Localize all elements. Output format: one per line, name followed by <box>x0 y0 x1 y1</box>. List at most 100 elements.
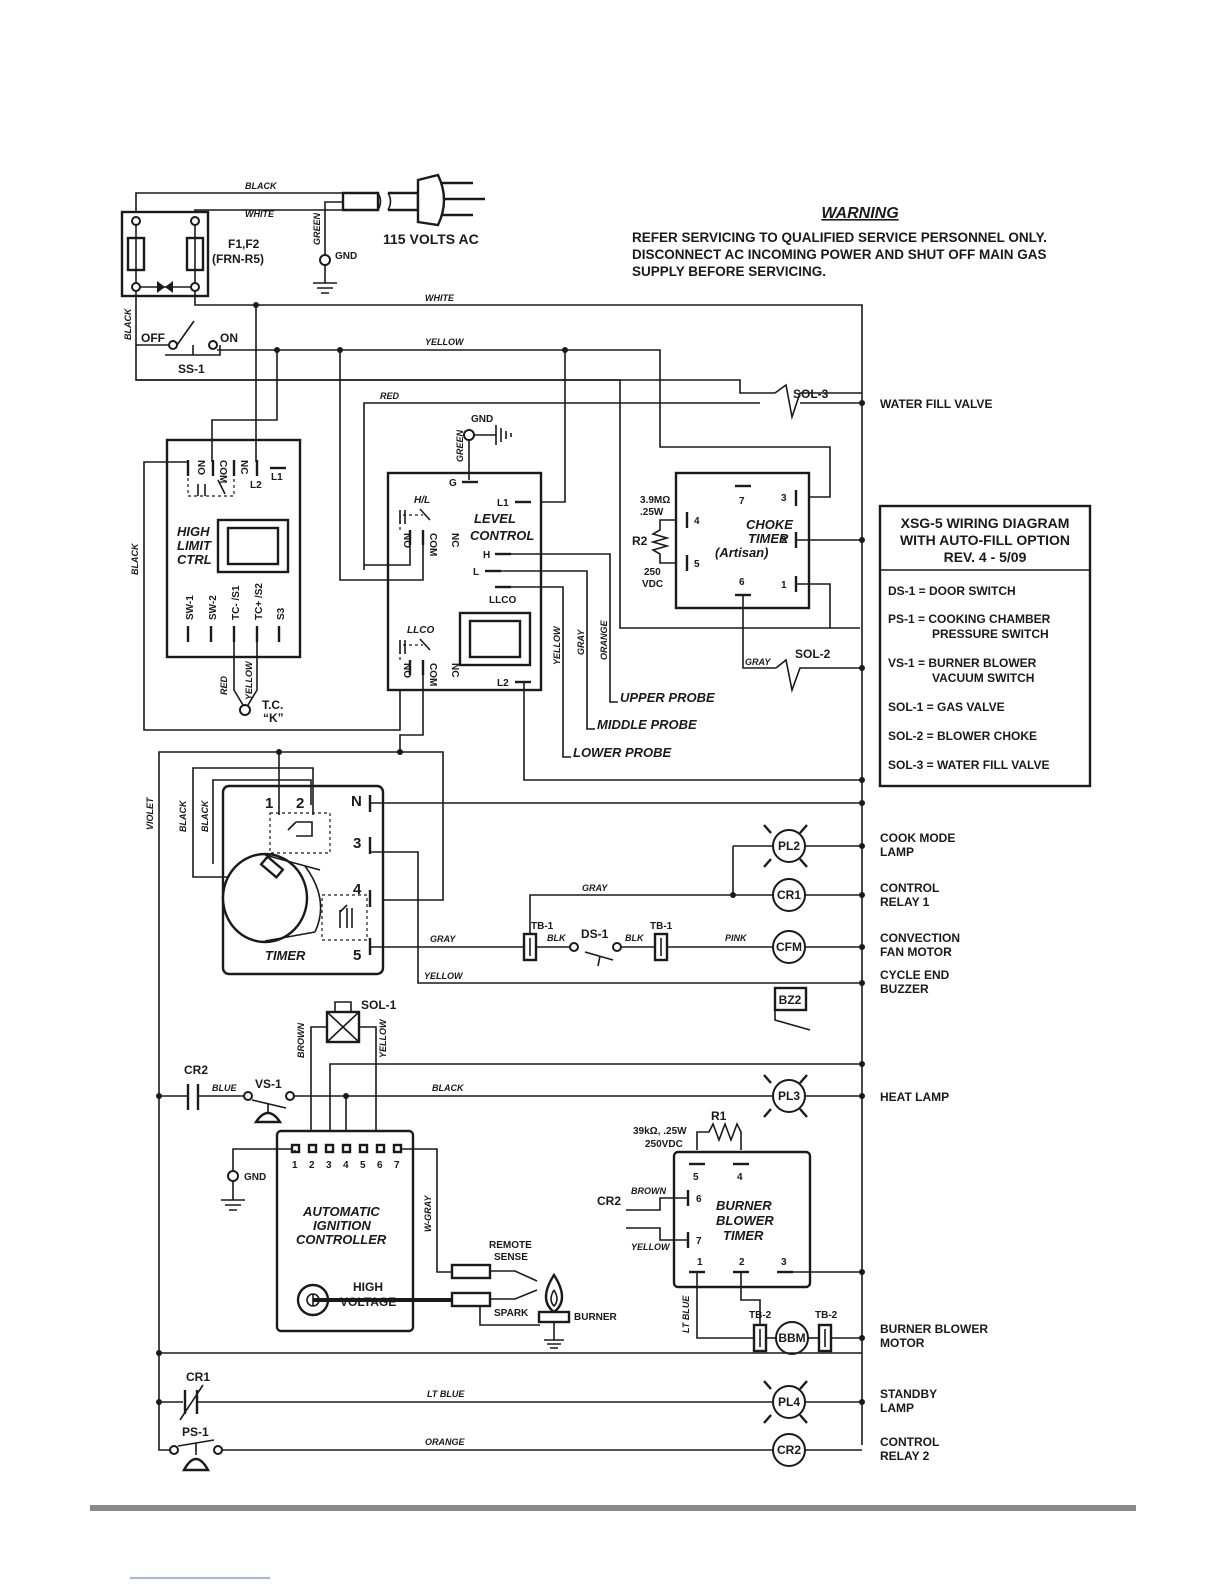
burner-blower-motor-label-2: MOTOR <box>880 1336 925 1350</box>
wire-orange-probe: ORANGE <box>599 620 609 660</box>
hl-title-2: LIMIT <box>177 538 212 553</box>
pl3-code: PL3 <box>778 1089 800 1103</box>
footer-rule <box>90 1505 1136 1511</box>
ign-pin-4: 4 <box>343 1160 349 1171</box>
hl-term-l2: L2 <box>250 480 262 491</box>
ign-pin-7: 7 <box>394 1160 400 1171</box>
wire-red-tc: RED <box>219 675 229 695</box>
hl-term-sw1: SW-1 <box>185 595 196 620</box>
legend-item-sol1: SOL-1 = GAS VALVE <box>888 700 1005 714</box>
burner-label: BURNER <box>574 1312 618 1323</box>
ign-pin-1: 1 <box>292 1160 298 1171</box>
wire-blk-1: BLK <box>547 933 567 943</box>
warning-title: WARNING <box>821 205 898 222</box>
gnd-label-top: GND <box>335 251 357 262</box>
ign-pin-5: 5 <box>360 1160 366 1171</box>
ign-title-2: IGNITION <box>313 1218 371 1233</box>
wire-black-hl: BLACK <box>130 542 140 575</box>
level-pin-llco: LLCO <box>489 595 516 606</box>
hv-label-1: HIGH <box>353 1280 383 1294</box>
legend-item-ps1-cont: PRESSURE SWITCH <box>932 627 1049 641</box>
vs1-terminal-right <box>285 1091 295 1101</box>
spark-label: SPARK <box>494 1308 529 1319</box>
choke-pin-2: 2 <box>781 535 787 546</box>
hl-contact-dashes <box>187 478 235 497</box>
r1-label: R1 <box>711 1109 727 1123</box>
legend-item-ps1: PS-1 = COOKING CHAMBER <box>888 612 1051 626</box>
tb2-right-label: TB-2 <box>815 1310 838 1321</box>
bbt-pin-2: 2 <box>739 1257 745 1268</box>
vs1-vacuum-icon <box>253 1111 283 1124</box>
choke-pin-5: 5 <box>694 559 700 570</box>
fuse-type: (FRN-R5) <box>212 252 264 266</box>
standby-lamp-label-2: LAMP <box>880 1401 914 1415</box>
r1-value: 39kΩ, .25W <box>633 1126 687 1137</box>
water-fill-valve-label: WATER FILL VALVE <box>880 397 992 411</box>
bbt-title-2: BLOWER <box>716 1213 774 1228</box>
sol2-label: SOL-2 <box>795 647 831 661</box>
bbt-pin-6: 6 <box>696 1194 702 1205</box>
heat-lamp-label: HEAT LAMP <box>880 1090 949 1104</box>
cr1-code: CR1 <box>777 888 801 902</box>
pl2-lamp-rays <box>763 824 808 868</box>
upper-probe-label: UPPER PROBE <box>620 690 715 705</box>
thermocouple-icon <box>239 704 251 716</box>
wire-gray-probe: GRAY <box>576 629 586 655</box>
cr1-contact-label: CR1 <box>186 1370 210 1384</box>
wire-white-top: WHITE <box>245 209 275 219</box>
voltage-label: 115 VOLTS AC <box>383 231 479 247</box>
timer-pin-1: 1 <box>265 795 273 812</box>
wire-gray-ds1: GRAY <box>430 934 456 944</box>
bbt-pin-1: 1 <box>697 1257 703 1268</box>
warning-line-2: DISCONNECT AC INCOMING POWER AND SHUT OF… <box>632 247 1047 262</box>
wire-lt-blue-pl4: LT BLUE <box>427 1389 465 1399</box>
wire-gray-cr1: GRAY <box>582 883 608 893</box>
remote-sense-electrode <box>450 1263 492 1280</box>
middle-probe-label: MIDDLE PROBE <box>597 717 697 732</box>
level-llco-nc: NC <box>449 663 460 677</box>
level-pin-l: L <box>473 567 479 578</box>
burner-blower-timer <box>672 1150 812 1289</box>
warning-line-1: REFER SERVICING TO QUALIFIED SERVICE PER… <box>632 230 1047 245</box>
r2-volt: 250 <box>644 567 661 578</box>
vs1-label: VS-1 <box>255 1077 282 1091</box>
wire-pink: PINK <box>725 933 748 943</box>
ss1-label: SS-1 <box>178 362 205 376</box>
lower-probe-label: LOWER PROBE <box>573 745 672 760</box>
choke-pin-6: 6 <box>739 577 745 588</box>
bbt-pin-3: 3 <box>781 1257 787 1268</box>
hl-bottom-terminals <box>186 626 281 642</box>
ss1-on-terminal <box>208 340 218 350</box>
ground-icon <box>313 265 337 294</box>
wire-blue: BLUE <box>212 1083 237 1093</box>
timer-pin-5: 5 <box>353 947 361 964</box>
ds1-label: DS-1 <box>581 927 609 941</box>
pl4-code: PL4 <box>778 1395 800 1409</box>
sol1-label: SOL-1 <box>361 998 397 1012</box>
level-llco-no: NO <box>401 663 412 678</box>
legend-item-sol3: SOL-3 = WATER FILL VALVE <box>888 758 1049 772</box>
legend-item-ds1: DS-1 = DOOR SWITCH <box>888 584 1016 598</box>
level-pin-l2: L2 <box>497 678 509 689</box>
wire-black-timer-2: BLACK <box>200 799 210 832</box>
timer-pin-3: 3 <box>353 835 361 852</box>
burner-icon <box>537 1310 571 1324</box>
ps1-terminal-right <box>213 1445 223 1455</box>
choke-pin-3: 3 <box>781 493 787 504</box>
bbt-wire-yellow: YELLOW <box>631 1242 671 1252</box>
remote-sense-label-1: REMOTE <box>489 1240 532 1251</box>
wire-green-level: GREEN <box>455 429 465 462</box>
sol3-label: SOL-3 <box>793 387 829 401</box>
wire-orange-cr2: ORANGE <box>425 1437 465 1447</box>
hl-term-no: NO <box>195 460 206 475</box>
level-llco-label: LLCO <box>407 625 434 636</box>
legend-title-2: WITH AUTO-FILL OPTION <box>900 532 1070 548</box>
wire-yellow-top: YELLOW <box>425 337 465 347</box>
wire-violet: VIOLET <box>145 796 155 830</box>
standby-lamp-label-1: STANDBY <box>880 1387 937 1401</box>
legend-item-vs1-cont: VACUUM SWITCH <box>932 671 1034 685</box>
bz2-buzzer <box>773 986 808 1012</box>
level-pin-l1: L1 <box>497 498 509 509</box>
level-pin-h: H <box>483 550 490 561</box>
